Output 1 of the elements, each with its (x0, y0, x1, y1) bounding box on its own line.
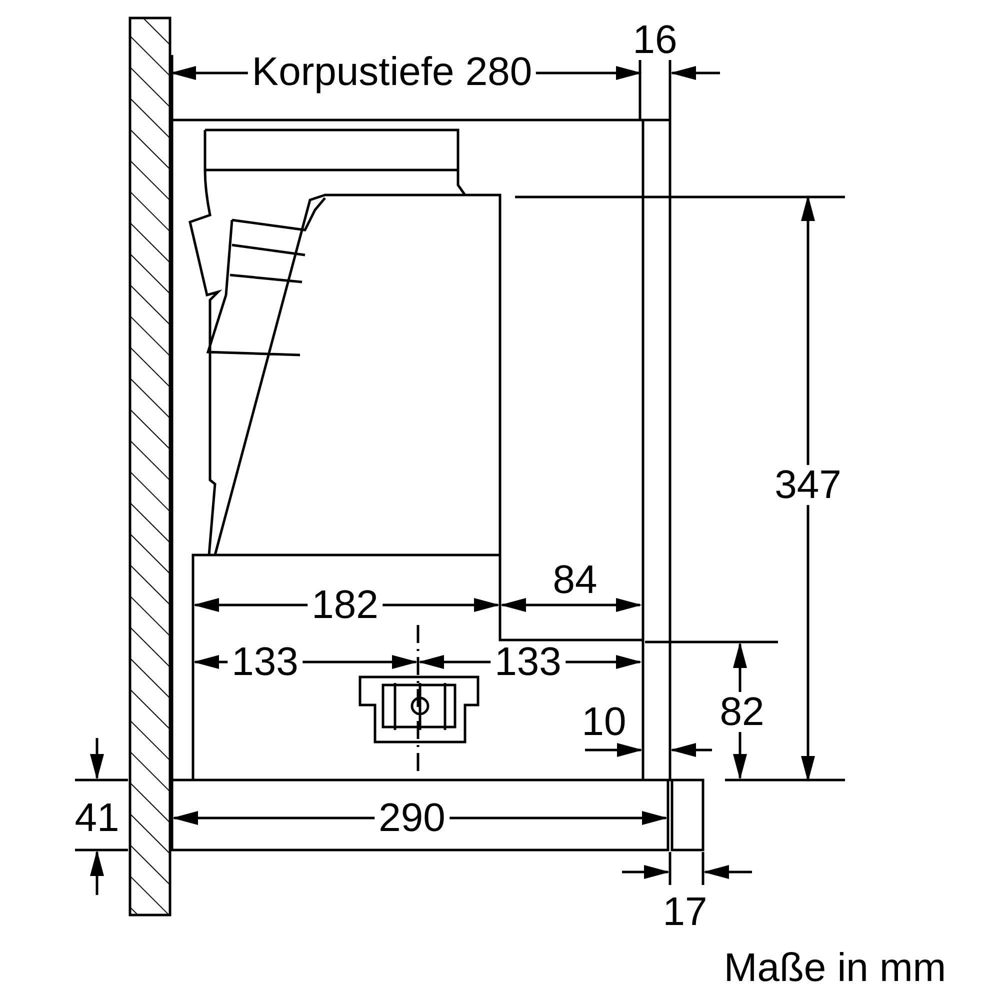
units-note: Maße in mm (722, 948, 948, 988)
